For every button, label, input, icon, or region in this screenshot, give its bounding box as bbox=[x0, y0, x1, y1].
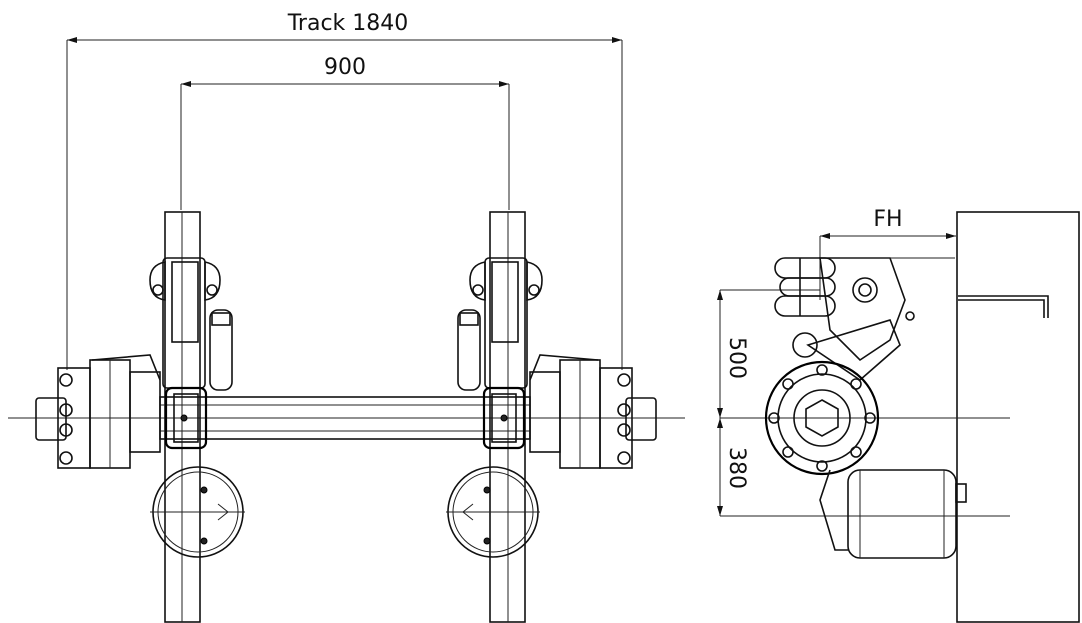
right-hanger-assembly bbox=[457, 257, 543, 450]
air-spring bbox=[774, 257, 836, 317]
front-view: Track 1840 900 bbox=[8, 11, 685, 623]
side-hub bbox=[764, 332, 880, 476]
left-brake-chamber bbox=[150, 466, 245, 558]
frame-height-dimension: FH bbox=[819, 207, 956, 300]
frame-side-plate bbox=[956, 211, 1080, 623]
spacing-dimension-label: 900 bbox=[324, 55, 366, 80]
track-dimension-label: Track 1840 bbox=[287, 11, 409, 36]
trailing-arm bbox=[806, 319, 901, 382]
right-hub-brake bbox=[529, 354, 657, 469]
side-hanger bbox=[819, 257, 955, 362]
lower-height-dimension: 380 bbox=[717, 418, 1010, 517]
right-brake-chamber bbox=[446, 466, 540, 558]
left-hub-brake bbox=[35, 354, 161, 469]
side-view: FH 500 380 bbox=[717, 207, 1080, 623]
side-brake-chamber bbox=[819, 469, 967, 559]
upper-height-dimension: 500 bbox=[717, 289, 820, 418]
lower-height-label: 380 bbox=[724, 447, 749, 489]
frame-bracket bbox=[958, 295, 1049, 318]
frame-height-label: FH bbox=[873, 207, 902, 232]
track-dimension: Track 1840 bbox=[66, 11, 623, 370]
spacing-dimension: 900 bbox=[180, 55, 510, 210]
right-frame-rail bbox=[489, 211, 526, 623]
left-hanger-assembly bbox=[149, 257, 233, 450]
upper-height-label: 500 bbox=[724, 337, 749, 379]
